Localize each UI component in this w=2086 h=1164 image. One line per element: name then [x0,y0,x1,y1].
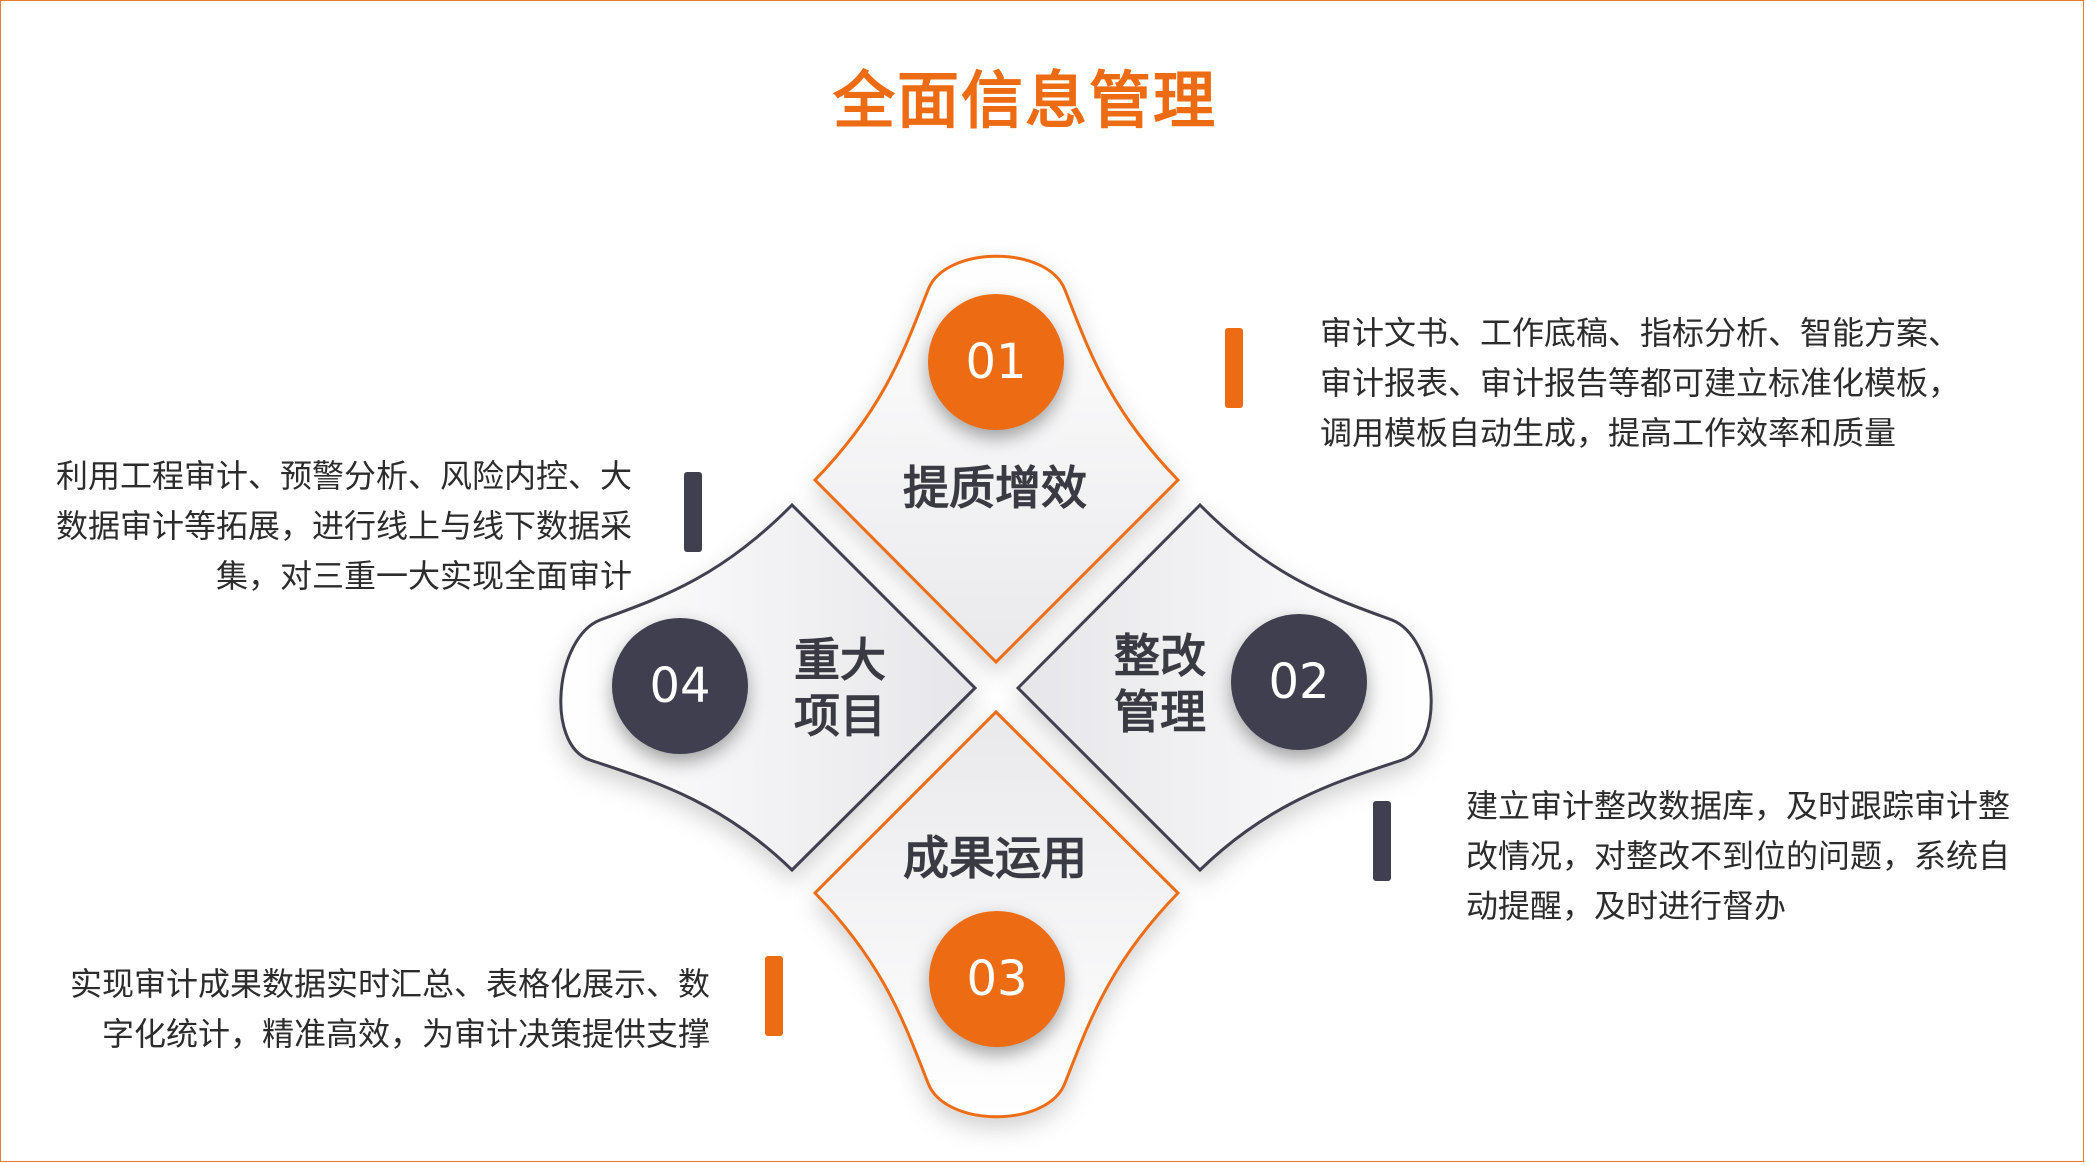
description-03: 实现审计成果数据实时汇总、表格化展示、数 字化统计，精准高效，为审计决策提供支撑 [69,965,710,1053]
accent-bar-02 [1373,801,1391,881]
badge-04: 04 [612,618,748,754]
petal-01-shape [812,254,1181,665]
petal-02-shape [1015,502,1433,873]
label-04: 重大 项目 [794,633,886,743]
label-01: 提质增效 [903,461,1087,515]
description-04: 利用工程审计、预警分析、风险内控、大 数据审计等拓展，进行线上与线下数据采 集，… [55,457,632,595]
label-02: 整改 管理 [1114,629,1206,739]
petal-04-shape [559,502,978,873]
label-03: 成果运用 [903,831,1087,885]
badge-02: 02 [1231,614,1367,750]
badge-03: 03 [929,911,1065,1047]
badge-01: 01 [928,294,1064,430]
description-01: 审计文书、工作底稿、指标分析、智能方案、 审计报表、审计报告等都可建立标准化模板… [1320,314,1961,452]
accent-bar-04 [684,472,702,552]
description-02: 建立审计整改数据库，及时跟踪审计整 改情况，对整改不到位的问题，系统自 动提醒，… [1466,787,2011,925]
accent-bar-03 [765,956,783,1036]
page-title: 全面信息管理 [832,64,1217,137]
accent-bar-01 [1225,328,1243,408]
